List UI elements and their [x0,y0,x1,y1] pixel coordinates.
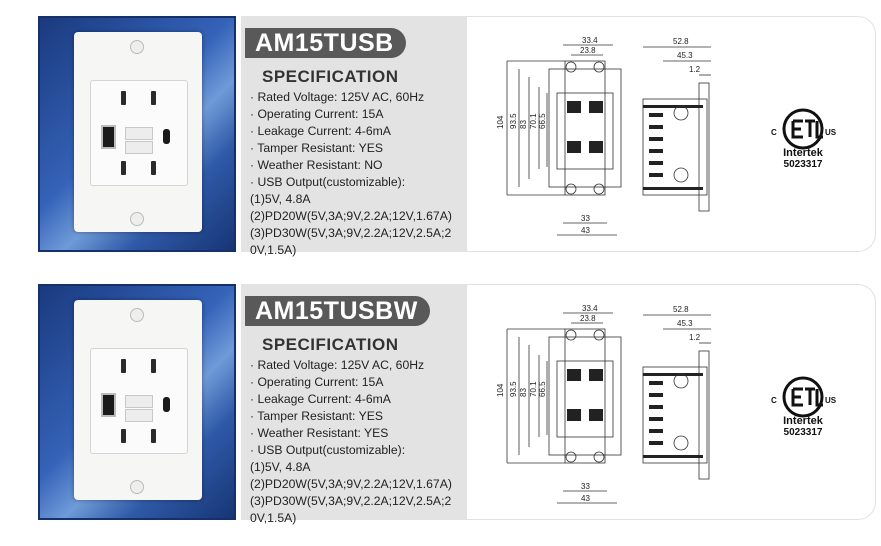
svg-text:C: C [771,396,777,405]
dim-label: 33 [581,482,590,491]
dim-label: 33.4 [582,36,598,45]
cert-number: 5023317 [783,159,823,170]
dimension-drawing-svg: 33.4 23.8 104 93.5 83 70.1 66.5 33 43 52… [496,36,837,236]
dim-label: 66.5 [538,113,547,129]
screw-icon [130,480,144,494]
dim-label: 66.5 [538,381,547,397]
receptacle [90,348,188,454]
model-title: AM15TUSBW [245,296,430,326]
dimension-drawing-svg: 33.4 23.8 104 93.5 83 70.1 66.5 33 43 52… [496,304,837,504]
dim-label: 33 [581,214,590,223]
dim-label: 104 [496,383,505,397]
certification: Intertek 5023317 [768,415,838,439]
certification: Intertek 5023317 [768,147,838,171]
dim-label: 93.5 [509,381,518,397]
dim-label: 70.1 [529,113,538,129]
spec-line: (2)PD20W(5V,3A;9V,2.2A;12V,1.67A) [250,209,452,223]
cert-label: Intertek [783,415,823,427]
dim-label: 52.8 [673,37,689,46]
svg-text:US: US [825,396,837,405]
dimension-drawing: 33.4 23.8 104 93.5 83 70.1 66.5 33 43 52… [467,284,876,520]
spec-line: · Leakage Current: 4-6mA [250,392,391,406]
dim-label: 23.8 [580,46,596,55]
wall-plate [74,300,202,500]
spec-list: · Rated Voltage: 125V AC, 60Hz · Operati… [250,357,466,527]
dim-label: 23.8 [580,314,596,323]
spec-line: · Tamper Resistant: YES [250,141,383,155]
spec-line: (2)PD20W(5V,3A;9V,2.2A;12V,1.67A) [250,477,452,491]
dim-label: 104 [496,115,505,129]
spec-line: · Operating Current: 15A [250,107,384,121]
screw-icon [130,40,144,54]
screw-icon [130,308,144,322]
usb-a-port-icon [101,125,116,149]
spec-heading: SPECIFICATION [262,335,399,354]
receptacle [90,80,188,186]
screw-icon [130,212,144,226]
dim-label: 70.1 [529,381,538,397]
spec-line: · Rated Voltage: 125V AC, 60Hz [250,358,425,372]
spec-list: · Rated Voltage: 125V AC, 60Hz · Operati… [250,89,466,259]
dim-label: 33.4 [582,304,598,313]
product-photo [38,284,236,520]
spec-line: · Operating Current: 15A [250,375,384,389]
spec-line: (1)5V, 4.8A [250,460,311,474]
dim-label: 52.8 [673,305,689,314]
spec-line: (3)PD30W(5V,3A;9V,2.2A;12V,2.5A;2 0V,1.5… [250,494,452,525]
spec-line: · Weather Resistant: NO [250,158,383,172]
model-title: AM15TUSB [245,28,406,58]
cert-label: Intertek [783,147,823,159]
spec-line: (1)5V, 4.8A [250,192,311,206]
dim-label: 1.2 [689,65,701,74]
dim-label: 43 [581,494,590,503]
dimension-drawing: 33.4 23.8 104 93.5 83 70.1 66.5 33 43 52… [467,16,876,252]
etl-logo-icon: C US [771,108,837,150]
svg-text:C: C [771,128,777,137]
usb-c-port-icon [163,397,170,412]
usb-c-port-icon [163,129,170,144]
product-row-1: AM15TUSB SPECIFICATION · Rated Voltage: … [0,10,881,262]
dim-label: 93.5 [509,113,518,129]
svg-text:US: US [825,128,837,137]
spec-line: · Tamper Resistant: YES [250,409,383,423]
spec-line: · Weather Resistant: YES [250,426,389,440]
product-row-2: AM15TUSBW SPECIFICATION · Rated Voltage:… [0,278,881,530]
wall-plate [74,32,202,232]
dim-label: 83 [519,388,528,397]
dim-label: 43 [581,226,590,235]
dim-label: 45.3 [677,319,693,328]
spec-heading: SPECIFICATION [262,67,399,86]
cert-number: 5023317 [783,427,823,438]
dim-label: 83 [519,120,528,129]
spec-line: · USB Output(customizable): [250,443,406,457]
spec-line: · USB Output(customizable): [250,175,406,189]
dim-label: 1.2 [689,333,701,342]
spec-line: · Leakage Current: 4-6mA [250,124,391,138]
product-photo [38,16,236,252]
etl-logo-icon: C US [771,376,837,418]
usb-a-port-icon [101,393,116,417]
dim-label: 45.3 [677,51,693,60]
spec-line: · Rated Voltage: 125V AC, 60Hz [250,90,425,104]
spec-line: (3)PD30W(5V,3A;9V,2.2A;12V,2.5A;2 0V,1.5… [250,226,452,257]
